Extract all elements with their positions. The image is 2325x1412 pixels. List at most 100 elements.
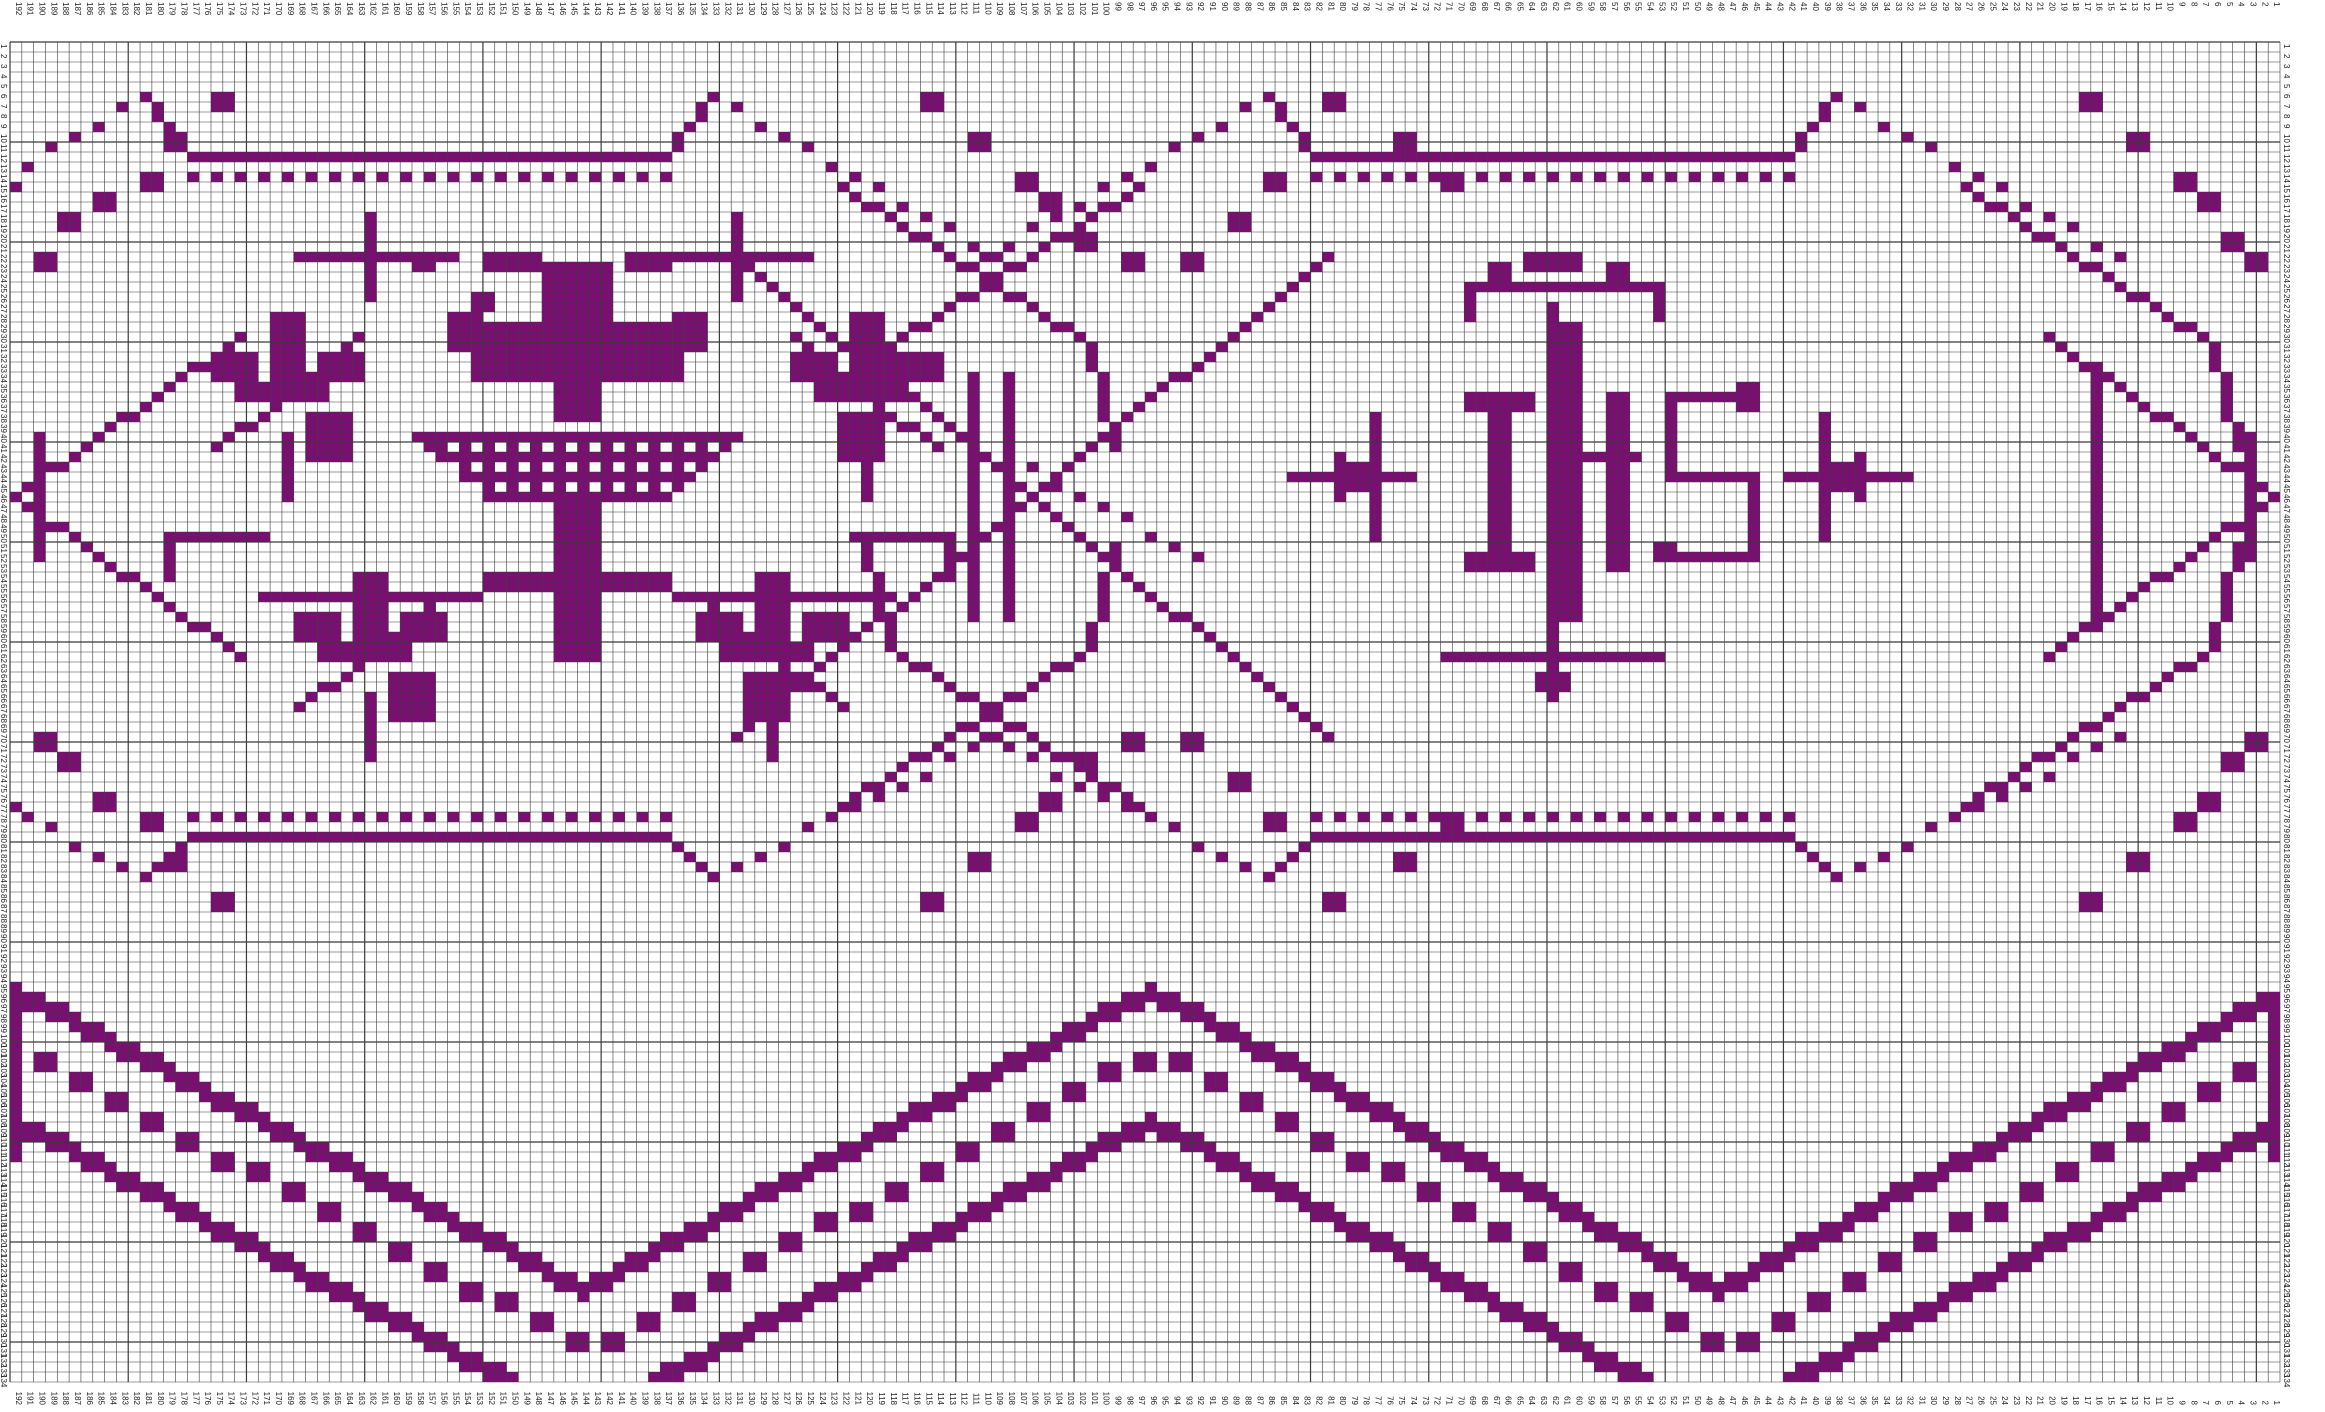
column-label-top: 51 <box>1681 2 1690 11</box>
filled-cell <box>412 692 424 702</box>
filled-cell <box>507 262 519 272</box>
filled-cell <box>2174 1102 2186 1112</box>
filled-cell <box>755 632 767 642</box>
filled-cell <box>412 622 424 632</box>
filled-cell <box>1299 1072 1311 1082</box>
filled-cell <box>2245 1062 2257 1072</box>
filled-cell <box>1464 552 1476 562</box>
filled-cell <box>1831 482 1843 492</box>
filled-cell <box>317 412 329 422</box>
filled-cell <box>2245 512 2257 522</box>
filled-cell <box>672 472 684 482</box>
filled-cell <box>1925 1182 1937 1192</box>
filled-cell <box>968 1202 980 1212</box>
filled-cell <box>1547 552 1559 562</box>
filled-cell <box>294 392 306 402</box>
filled-cell <box>1736 1282 1748 1292</box>
filled-cell <box>353 652 365 662</box>
filled-cell <box>1441 1152 1453 1162</box>
column-label-top: 121 <box>853 2 862 16</box>
filled-cell <box>944 252 956 262</box>
filled-cell <box>849 422 861 432</box>
column-label-bottom: 118 <box>889 1392 898 1405</box>
filled-cell <box>778 1242 790 1252</box>
column-label-top: 139 <box>641 2 650 16</box>
filled-cell <box>2209 202 2221 212</box>
row-label-left: 9 <box>0 124 8 129</box>
filled-cell <box>849 392 861 402</box>
filled-cell <box>176 1132 188 1142</box>
filled-cell <box>223 1102 235 1112</box>
filled-cell <box>317 1272 329 1282</box>
filled-cell <box>436 622 448 632</box>
filled-cell <box>696 332 708 342</box>
filled-cell <box>1050 232 1062 242</box>
filled-cell <box>140 1182 152 1192</box>
filled-cell <box>1523 1192 1535 1202</box>
filled-cell <box>1429 1132 1441 1142</box>
filled-cell <box>2245 552 2257 562</box>
filled-cell <box>2138 1062 2150 1072</box>
filled-cell <box>2209 792 2221 802</box>
filled-cell <box>424 592 436 602</box>
column-label-top: 46 <box>1740 2 1749 11</box>
column-label-bottom: 170 <box>274 1392 283 1406</box>
filled-cell <box>388 152 400 162</box>
filled-cell <box>601 442 613 452</box>
filled-cell <box>1961 1152 1973 1162</box>
filled-cell <box>1074 532 1086 542</box>
filled-cell <box>1571 252 1583 262</box>
filled-cell <box>2245 732 2257 742</box>
filled-cell <box>1819 1302 1831 1312</box>
filled-cell <box>991 702 1003 712</box>
row-label-left: 15 <box>0 184 8 193</box>
filled-cell <box>1050 482 1062 492</box>
filled-cell <box>1003 512 1015 522</box>
filled-cell <box>696 632 708 642</box>
filled-cell <box>802 342 814 352</box>
column-label-bottom: 90 <box>1220 1396 1229 1405</box>
filled-cell <box>1547 352 1559 362</box>
filled-cell <box>2079 102 2091 112</box>
filled-cell <box>1500 422 1512 432</box>
filled-cell <box>1287 472 1299 482</box>
filled-cell <box>873 412 885 422</box>
row-label-left: 30 <box>0 334 8 343</box>
filled-cell <box>2044 772 2056 782</box>
filled-cell <box>1512 562 1524 572</box>
filled-cell <box>613 322 625 332</box>
column-label-bottom: 33 <box>1894 1396 1903 1405</box>
filled-cell <box>873 442 885 452</box>
filled-cell <box>1346 482 1358 492</box>
filled-cell <box>2138 582 2150 592</box>
filled-cell <box>329 642 341 652</box>
filled-cell <box>1110 1142 1122 1152</box>
filled-cell <box>1121 1122 1133 1132</box>
filled-cell <box>353 362 365 372</box>
filled-cell <box>507 1292 519 1302</box>
filled-cell <box>270 592 282 602</box>
filled-cell <box>708 252 720 262</box>
filled-cell <box>2138 402 2150 412</box>
filled-cell <box>719 1202 731 1212</box>
column-label-bottom: 141 <box>617 1392 626 1406</box>
filled-cell <box>1535 1312 1547 1322</box>
filled-cell <box>1618 1232 1630 1242</box>
filled-cell <box>778 712 790 722</box>
filled-cell <box>1547 422 1559 432</box>
filled-cell <box>802 642 814 652</box>
filled-cell <box>1334 462 1346 472</box>
column-label-bottom: 7 <box>2201 1401 2210 1406</box>
filled-cell <box>873 792 885 802</box>
filled-cell <box>1417 1122 1429 1132</box>
filled-cell <box>223 342 235 352</box>
filled-cell <box>341 672 353 682</box>
filled-cell <box>838 342 850 352</box>
filled-cell <box>1642 812 1654 822</box>
filled-cell <box>1831 1222 1843 1232</box>
filled-cell <box>1086 442 1098 452</box>
filled-cell <box>1003 292 1015 302</box>
filled-cell <box>2197 1162 2209 1172</box>
filled-cell <box>554 832 566 842</box>
filled-cell <box>1571 322 1583 332</box>
